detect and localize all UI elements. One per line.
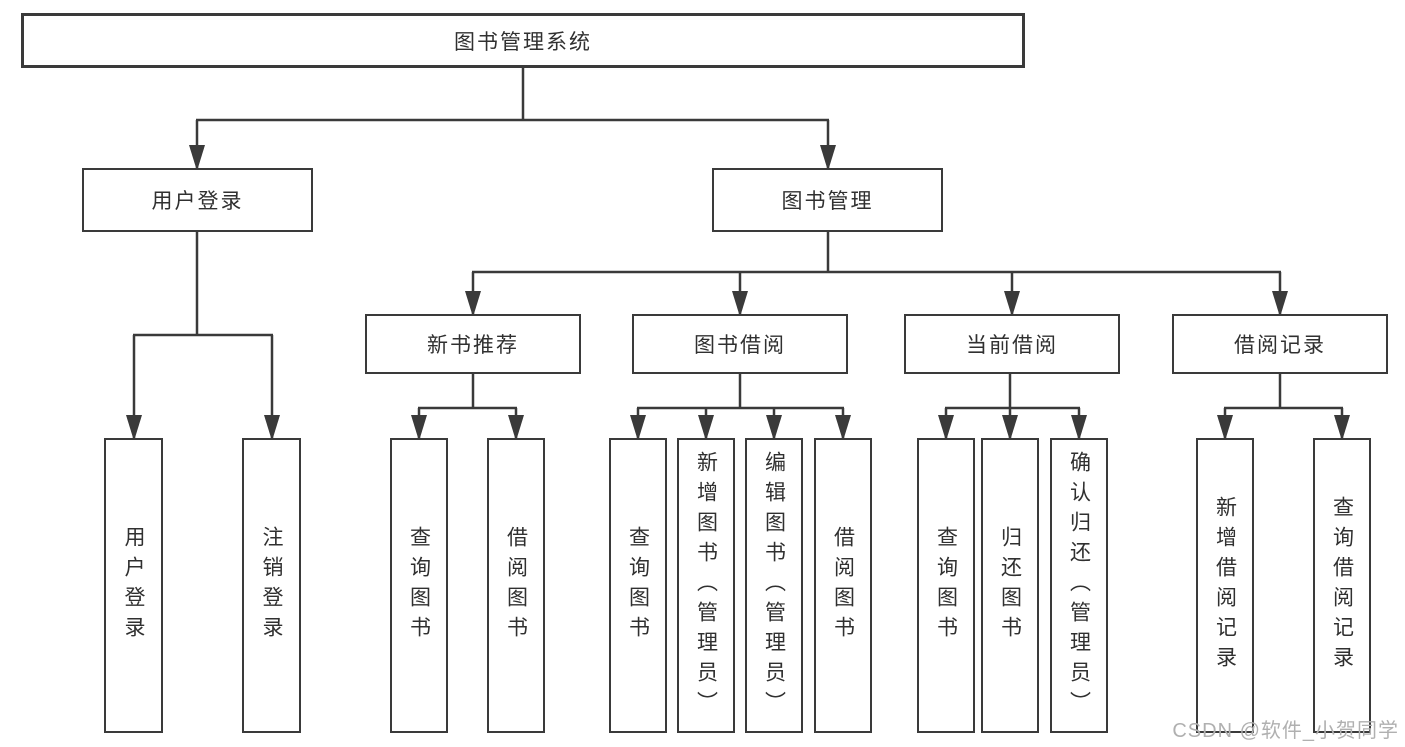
node-book-borrowing: 图书借阅 — [632, 314, 848, 374]
node-leaf-query-books-current: 查询图书 — [917, 438, 975, 733]
node-leaf-query-books-borrowing: 查询图书 — [609, 438, 667, 733]
node-leaf-edit-books-admin: 编辑图书（管理员） — [745, 438, 803, 733]
node-borrowing-records: 借阅记录 — [1172, 314, 1388, 374]
node-leaf-query-books-recommend: 查询图书 — [390, 438, 448, 733]
node-leaf-borrow-books-recommend: 借阅图书 — [487, 438, 545, 733]
connector-book-borrowing-children — [630, 373, 851, 441]
node-leaf-add-borrowing-record: 新增借阅记录 — [1196, 438, 1254, 733]
connector-book-management-children — [465, 231, 1288, 317]
node-new-book-recommendation: 新书推荐 — [365, 314, 581, 374]
node-leaf-add-books-admin: 新增图书（管理员） — [677, 438, 735, 733]
node-leaf-user-login: 用户登录 — [104, 438, 163, 733]
node-leaf-confirm-return-admin: 确认归还（管理员） — [1050, 438, 1108, 733]
node-book-management: 图书管理 — [712, 168, 943, 232]
csdn-watermark: CSDN @软件_小贺同学 — [1172, 720, 1399, 742]
connector-new-book-children — [411, 373, 524, 441]
node-leaf-query-borrowing-record: 查询借阅记录 — [1313, 438, 1371, 733]
node-current-borrowing: 当前借阅 — [904, 314, 1120, 374]
node-leaf-borrow-books-borrowing: 借阅图书 — [814, 438, 872, 733]
connector-current-borrowing-children — [938, 373, 1087, 441]
connector-root-to-level2 — [189, 68, 836, 171]
connector-borrowing-records-children — [1217, 373, 1350, 441]
node-library-management-system: 图书管理系统 — [21, 13, 1025, 68]
node-leaf-logout: 注销登录 — [242, 438, 301, 733]
node-user-login: 用户登录 — [82, 168, 313, 232]
node-leaf-return-books: 归还图书 — [981, 438, 1039, 733]
connector-user-login-children — [126, 231, 280, 441]
